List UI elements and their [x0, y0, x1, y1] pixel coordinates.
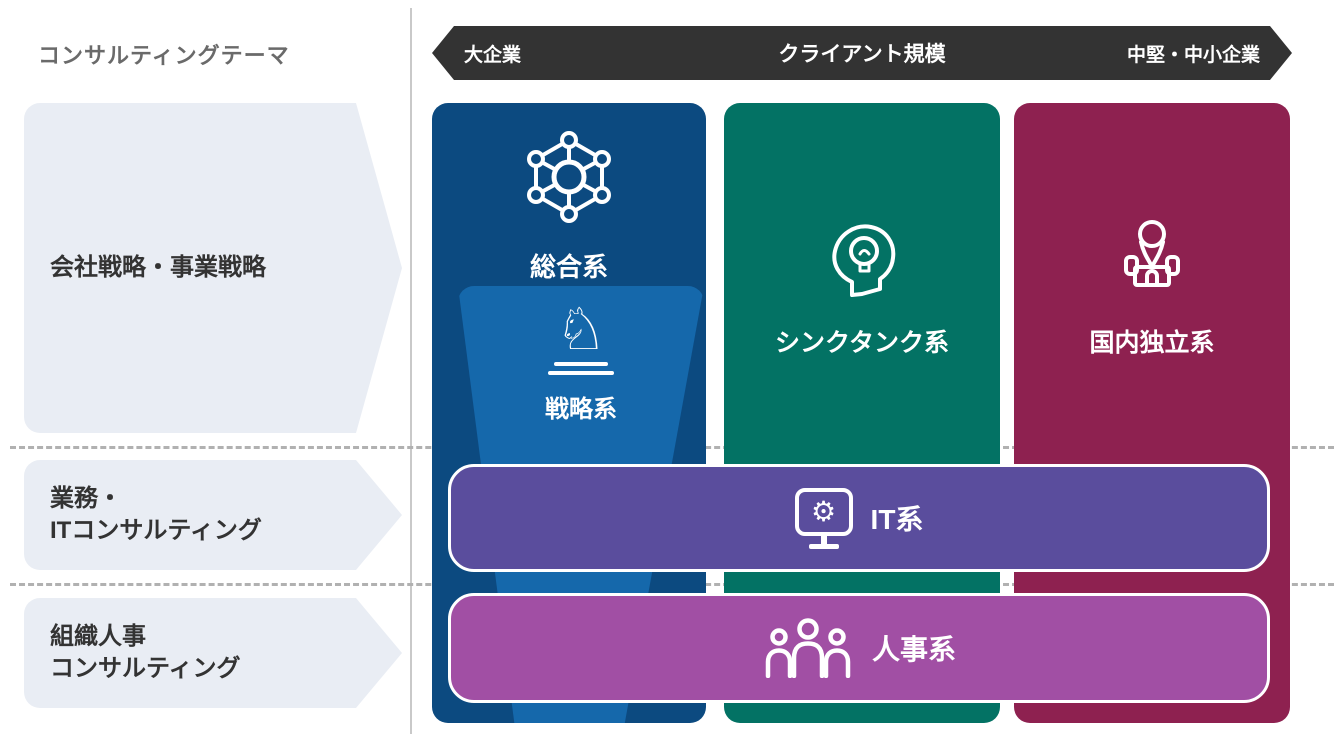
band-hr-firms: 人事系 — [448, 593, 1270, 703]
axis-label-large-enterprise: 大企業 — [464, 44, 522, 66]
theme-block-operations-it: 業務・ ITコンサルティング — [24, 460, 402, 570]
axis-title-client-scale: クライアント規模 — [778, 43, 946, 66]
theme-label-line: 業務・ — [50, 484, 122, 512]
firm-type-label-it: IT系 — [870, 504, 924, 535]
monitor-gear-icon: ⚙ — [794, 487, 853, 549]
vertical-divider — [410, 8, 412, 734]
theme-label-line: ITコンサルティング — [50, 517, 262, 544]
theme-block-org-hr: 組織人事 コンサルティング — [24, 598, 402, 708]
head-lightbulb-icon — [818, 215, 906, 299]
theme-label-line: 組織人事 — [50, 622, 146, 650]
firm-type-label-jinji: 人事系 — [871, 634, 956, 665]
firm-type-label-thinktank: シンクタンク系 — [774, 329, 949, 357]
map-pin-building-icon — [1108, 215, 1196, 299]
page-title: コンサルティングテーマ — [38, 43, 290, 68]
chess-knight-icon: ♘ — [555, 295, 607, 363]
firm-type-label-sogo: 総合系 — [529, 252, 608, 282]
chess-knight-icon-base — [554, 362, 608, 366]
gear-icon: ⚙ — [810, 494, 837, 528]
theme-label: 会社戦略・事業戦略 — [50, 253, 266, 281]
theme-block-strategy: 会社戦略・事業戦略 — [24, 103, 402, 433]
firm-type-label-senryaku: 戦略系 — [545, 396, 617, 423]
theme-label-line: コンサルティング — [50, 655, 241, 682]
client-scale-axis-bar: 大企業 クライアント規模 中堅・中小企業 — [432, 26, 1292, 80]
people-icon — [762, 618, 854, 678]
band-it-firms: ⚙ IT系 — [448, 464, 1270, 572]
network-icon — [521, 129, 617, 225]
axis-label-sme: 中堅・中小企業 — [1126, 44, 1260, 66]
chess-knight-icon-base — [548, 371, 614, 375]
firm-type-label-dokuritsu: 国内独立系 — [1089, 329, 1215, 357]
